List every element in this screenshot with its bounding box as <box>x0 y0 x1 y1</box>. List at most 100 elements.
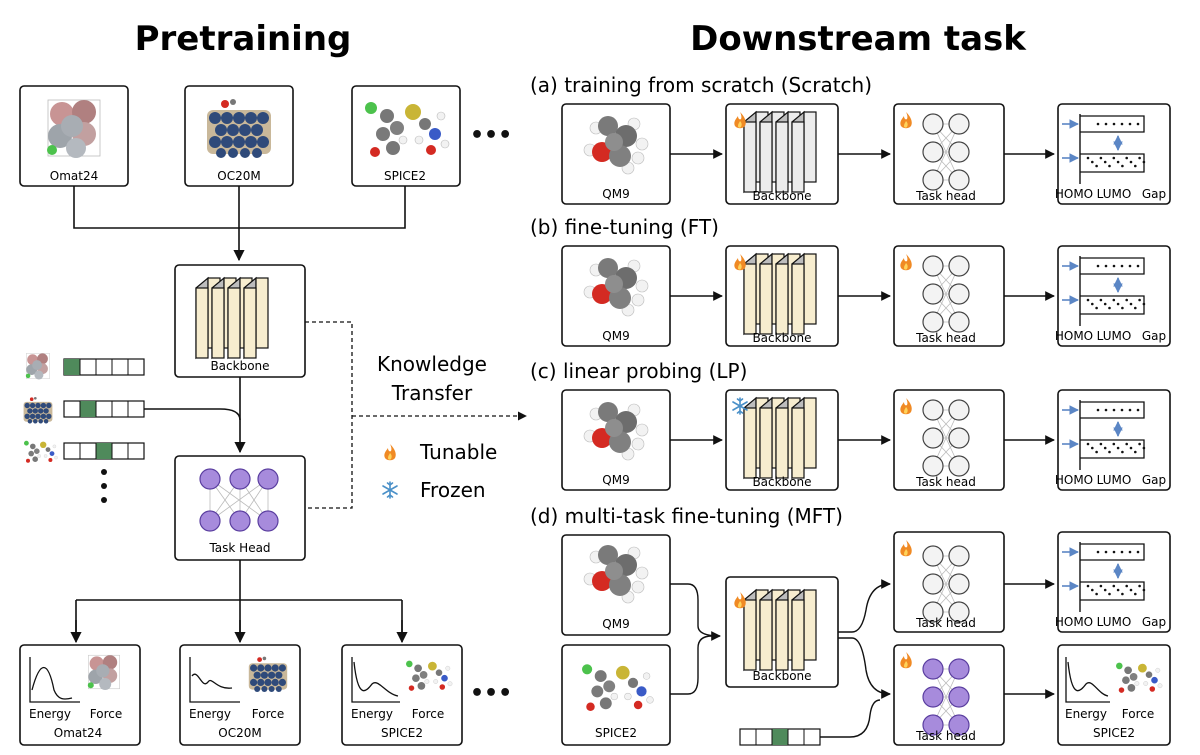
dataset-tokens <box>23 353 241 503</box>
head-node <box>948 255 970 277</box>
backbone-layers-icon <box>743 588 817 672</box>
vertical-ellipsis-icon <box>101 469 107 503</box>
head-node <box>922 686 944 708</box>
head-node <box>948 311 970 333</box>
backbone-layers-icon <box>743 110 817 194</box>
head-node <box>922 255 944 277</box>
homo-label: HOMO <box>1055 473 1093 487</box>
head-node <box>948 283 970 305</box>
gap-label: Gap <box>1142 187 1166 201</box>
backbone-label: Backbone <box>210 359 269 373</box>
omat24-mini-icon <box>25 353 50 380</box>
backbone-label: Backbone <box>752 331 811 345</box>
head-nodes-icon <box>199 468 279 532</box>
backbone-layer <box>743 407 757 479</box>
head-node <box>948 545 970 567</box>
input-label: QM9 <box>602 329 629 343</box>
pretrain-task-head: Task Head <box>174 455 306 561</box>
head-node <box>948 141 970 163</box>
mft-to-head-top <box>838 579 891 633</box>
backbone-layer <box>743 121 757 193</box>
backbone-layer <box>759 407 773 479</box>
backbone-layer <box>791 263 805 335</box>
energy-curve-icon <box>351 657 400 703</box>
input-label: QM9 <box>602 617 629 631</box>
merge-arrow <box>73 186 406 260</box>
energy-curve-icon <box>29 657 80 703</box>
backbone-layers-icon <box>743 252 817 336</box>
spice2-mini-icon <box>23 440 58 463</box>
head-node <box>922 658 944 680</box>
flame-icon <box>384 444 396 461</box>
head-node <box>922 601 944 623</box>
energy-curve-icon <box>189 657 240 703</box>
backbone-layer <box>227 287 241 359</box>
gap-label: Gap <box>1142 615 1166 629</box>
mft-input-spice2: SPICE2 <box>561 644 671 746</box>
head-node <box>922 283 944 305</box>
homo-label: HOMO <box>1055 615 1093 629</box>
input-label: QM9 <box>602 473 629 487</box>
mft-task-head-top: Task head <box>893 531 1005 633</box>
backbone-layer <box>243 287 257 359</box>
backbone-label: Backbone <box>752 669 811 683</box>
lumo-label: LUMO <box>1097 615 1132 629</box>
mft-task-head-bottom: Task head <box>893 644 1005 746</box>
mft-input-qm9: QM9 <box>561 534 671 636</box>
head-node <box>948 455 970 477</box>
dataset-label: OC20M <box>217 169 260 183</box>
knowledge-label: Knowledge <box>377 352 487 376</box>
backbone-layer <box>775 263 789 335</box>
lumo-label: LUMO <box>1097 473 1132 487</box>
one-hot-vector <box>63 358 145 376</box>
head-node <box>948 399 970 421</box>
head-node <box>948 714 970 736</box>
backbone-layer <box>759 263 773 335</box>
legend-tunable: Tunable <box>419 440 497 464</box>
dataset-label: SPICE2 <box>1093 726 1135 740</box>
backbone-layer <box>775 599 789 671</box>
energy-label: Energy <box>1065 707 1107 721</box>
task-head-label: Task head <box>915 331 976 345</box>
backbone-layer <box>791 121 805 193</box>
backbone-layer <box>211 287 225 359</box>
oc20m-mini-icon <box>23 396 53 424</box>
input-label: QM9 <box>602 187 629 201</box>
gap-label: Gap <box>1142 473 1166 487</box>
mft-spice-arrow <box>670 635 713 695</box>
dataset-oc20m: OC20M <box>184 85 294 187</box>
backbone-label: Backbone <box>752 189 811 203</box>
backbone-layer <box>759 599 773 671</box>
head-nodes-icon <box>922 399 970 477</box>
dataset-label: SPICE2 <box>381 726 423 740</box>
head-node <box>948 658 970 680</box>
head-node <box>922 573 944 595</box>
energy-label: Energy <box>351 707 393 721</box>
head-node <box>948 427 970 449</box>
mft-orbital-output: HOMO LUMO Gap <box>1055 531 1171 633</box>
head-node <box>948 601 970 623</box>
dataset-label: OC20M <box>218 726 261 740</box>
one-hot-vector <box>63 442 145 460</box>
backbone-layers-icon <box>195 276 269 360</box>
backbone-layer <box>775 121 789 193</box>
force-label: Force <box>90 707 122 721</box>
backbone-label: Backbone <box>752 475 811 489</box>
homo-label: HOMO <box>1055 187 1093 201</box>
energy-label: Energy <box>29 707 71 721</box>
head-node <box>922 141 944 163</box>
pretrain-backbone: Backbone <box>174 264 306 378</box>
task-head-label: Task head <box>915 189 976 203</box>
homo-label: HOMO <box>1055 329 1093 343</box>
pretraining-title: Pretraining <box>135 19 352 59</box>
backbone-layer <box>743 263 757 335</box>
head-node <box>922 113 944 135</box>
head-nodes-icon <box>922 255 970 333</box>
mft-output-spice2: Energy Force SPICE2 <box>1057 644 1171 746</box>
dataset-label: Omat24 <box>50 169 98 183</box>
